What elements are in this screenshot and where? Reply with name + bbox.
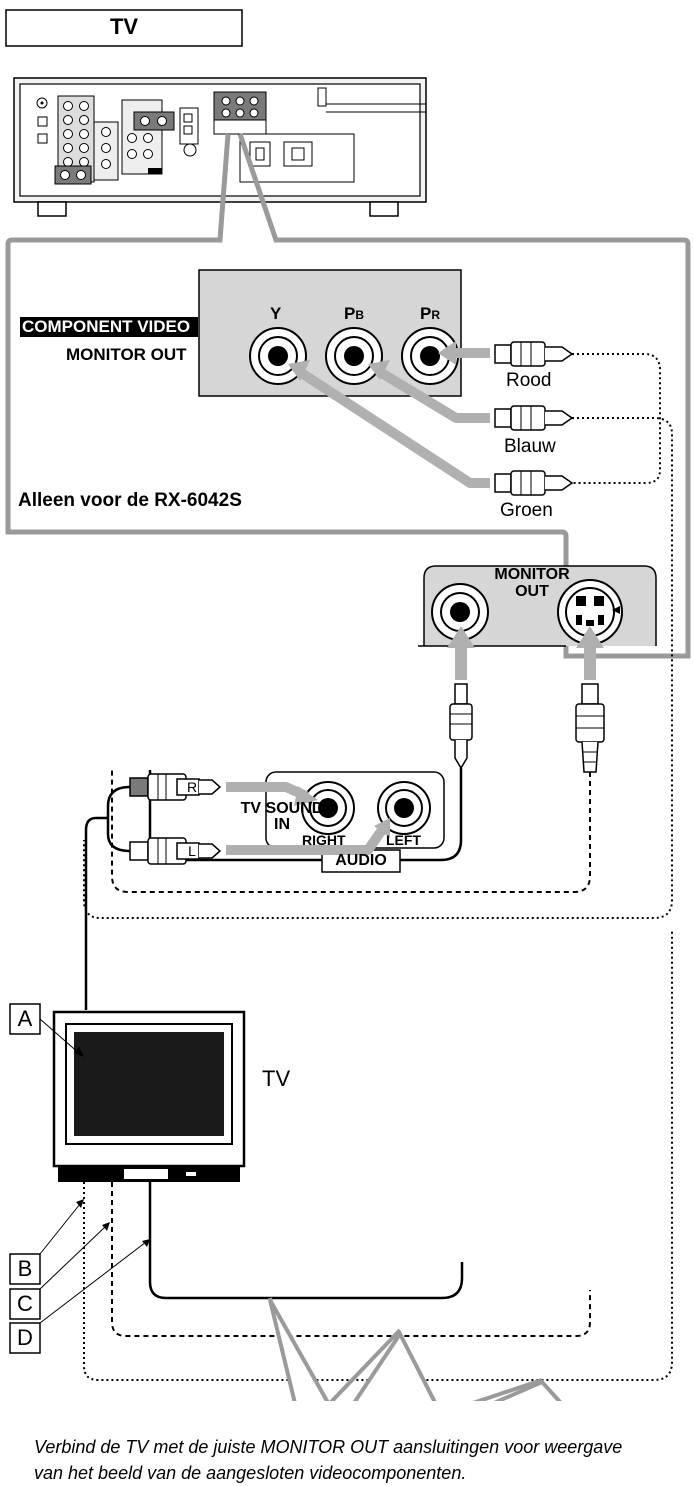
plug-red <box>494 341 574 367</box>
model-note: Alleen voor de RX-6042S <box>18 490 242 511</box>
monitor-composite-jack <box>431 583 489 641</box>
tv-sound-label-2: IN <box>274 816 290 833</box>
letter-d: D <box>17 1325 33 1350</box>
cable-green-label: Groen <box>500 500 553 521</box>
cable-red-label: Rood <box>506 370 552 391</box>
plug-blue <box>494 405 574 431</box>
header-box <box>5 9 243 47</box>
plug-green <box>494 470 574 496</box>
letter-b: B <box>17 1256 33 1281</box>
header-title: TV <box>109 14 139 39</box>
component-arrows <box>297 348 490 488</box>
audio-left-label: LEFT <box>386 832 421 848</box>
audio-right-jack <box>301 781 355 835</box>
component-panel <box>20 269 462 397</box>
jack-pr <box>401 327 459 385</box>
audio-panel <box>265 771 445 873</box>
composite-video-plug <box>449 683 473 770</box>
tv-set <box>52 1010 246 1182</box>
tv-label: TV <box>262 1066 291 1091</box>
callout-text: Verbind de TV met de juiste MONITOR OUT … <box>34 1437 623 1483</box>
connection-diagram <box>5 9 691 1401</box>
audio-y-cable <box>106 785 131 853</box>
jack-y <box>249 327 307 385</box>
cable-c-svideo <box>111 770 591 893</box>
audio-right-label: RIGHT <box>302 832 346 848</box>
letter-boxes <box>9 1003 150 1354</box>
cable-c-under <box>111 1182 591 1337</box>
cable-a-audio <box>84 816 108 1010</box>
component-video-title: COMPONENT VIDEO <box>22 317 191 336</box>
component-dotted-cables <box>83 353 673 919</box>
jack-pr-label: PR <box>420 304 441 323</box>
monitor-out-subtitle: MONITOR OUT <box>66 345 187 364</box>
audio-plug-r <box>129 773 222 801</box>
monitor-out-label-1: MONITOR <box>494 566 570 583</box>
tv-sound-label-1: TV SOUND <box>240 800 324 817</box>
jack-pb-label: PB <box>344 304 365 323</box>
zoom-outline <box>5 133 691 659</box>
svideo-plug <box>575 683 605 773</box>
cable-blue-label: Blauw <box>504 436 556 457</box>
plug-r-label: R <box>186 779 198 795</box>
monitor-out-label-2: OUT <box>515 583 549 600</box>
jack-y-label: Y <box>270 304 282 323</box>
plug-l-label: L <box>188 843 196 859</box>
letter-c: C <box>17 1291 33 1316</box>
monitor-svideo-jack <box>557 579 623 645</box>
audio-section-label: AUDIO <box>335 852 387 869</box>
cable-d-under <box>148 1182 464 1300</box>
receiver-rear-panel <box>13 77 427 217</box>
audio-left-jack <box>377 781 431 835</box>
letter-a: A <box>17 1006 33 1031</box>
audio-plug-l <box>129 837 222 865</box>
callout-bubble <box>268 1299 562 1401</box>
monitor-out-panel <box>418 565 657 647</box>
jack-pb <box>325 327 383 385</box>
